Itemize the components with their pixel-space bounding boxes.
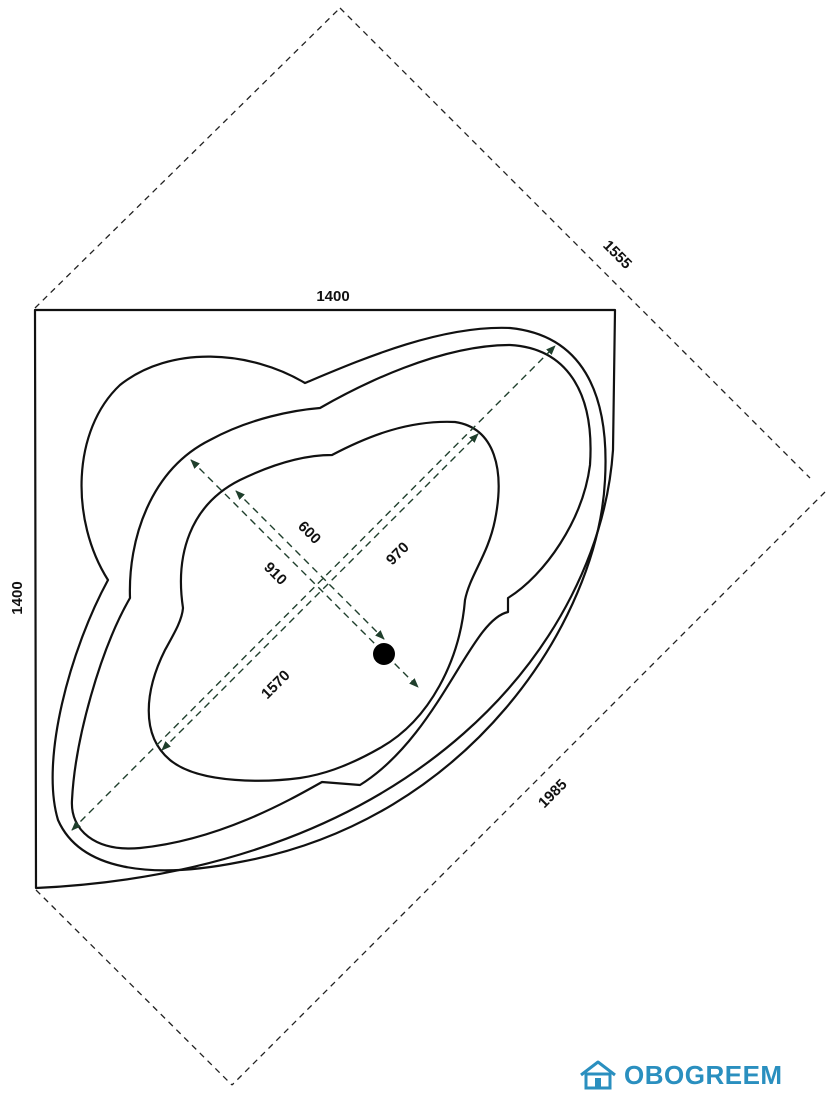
- house-icon: [580, 1060, 616, 1090]
- brand-name: OBOGREEM: [624, 1059, 783, 1090]
- dim-line-1985-ext: [35, 889, 233, 1086]
- bath-outer-frame: [33, 308, 617, 890]
- label-1985: 1985: [535, 776, 571, 812]
- dim-line-1555-main: [339, 7, 811, 479]
- label-910: 910: [260, 559, 290, 589]
- dim-line-1555: [34, 7, 341, 309]
- brand-logo: OBOGREEM: [578, 1059, 783, 1091]
- label-left-height: 1400: [9, 581, 26, 614]
- label-1555: 1555: [599, 237, 635, 273]
- dim-line-600: [235, 490, 385, 640]
- label-1570: 1570: [258, 667, 294, 703]
- label-600: 600: [294, 518, 324, 548]
- label-top-width: 1400: [316, 288, 349, 305]
- drain-hole: [373, 643, 395, 665]
- dim-line-1570: [71, 345, 556, 831]
- bath-basin-outline: [147, 420, 500, 782]
- dim-line-970: [161, 433, 479, 751]
- label-970: 970: [383, 539, 413, 569]
- bath-ledge-outline: [70, 343, 592, 850]
